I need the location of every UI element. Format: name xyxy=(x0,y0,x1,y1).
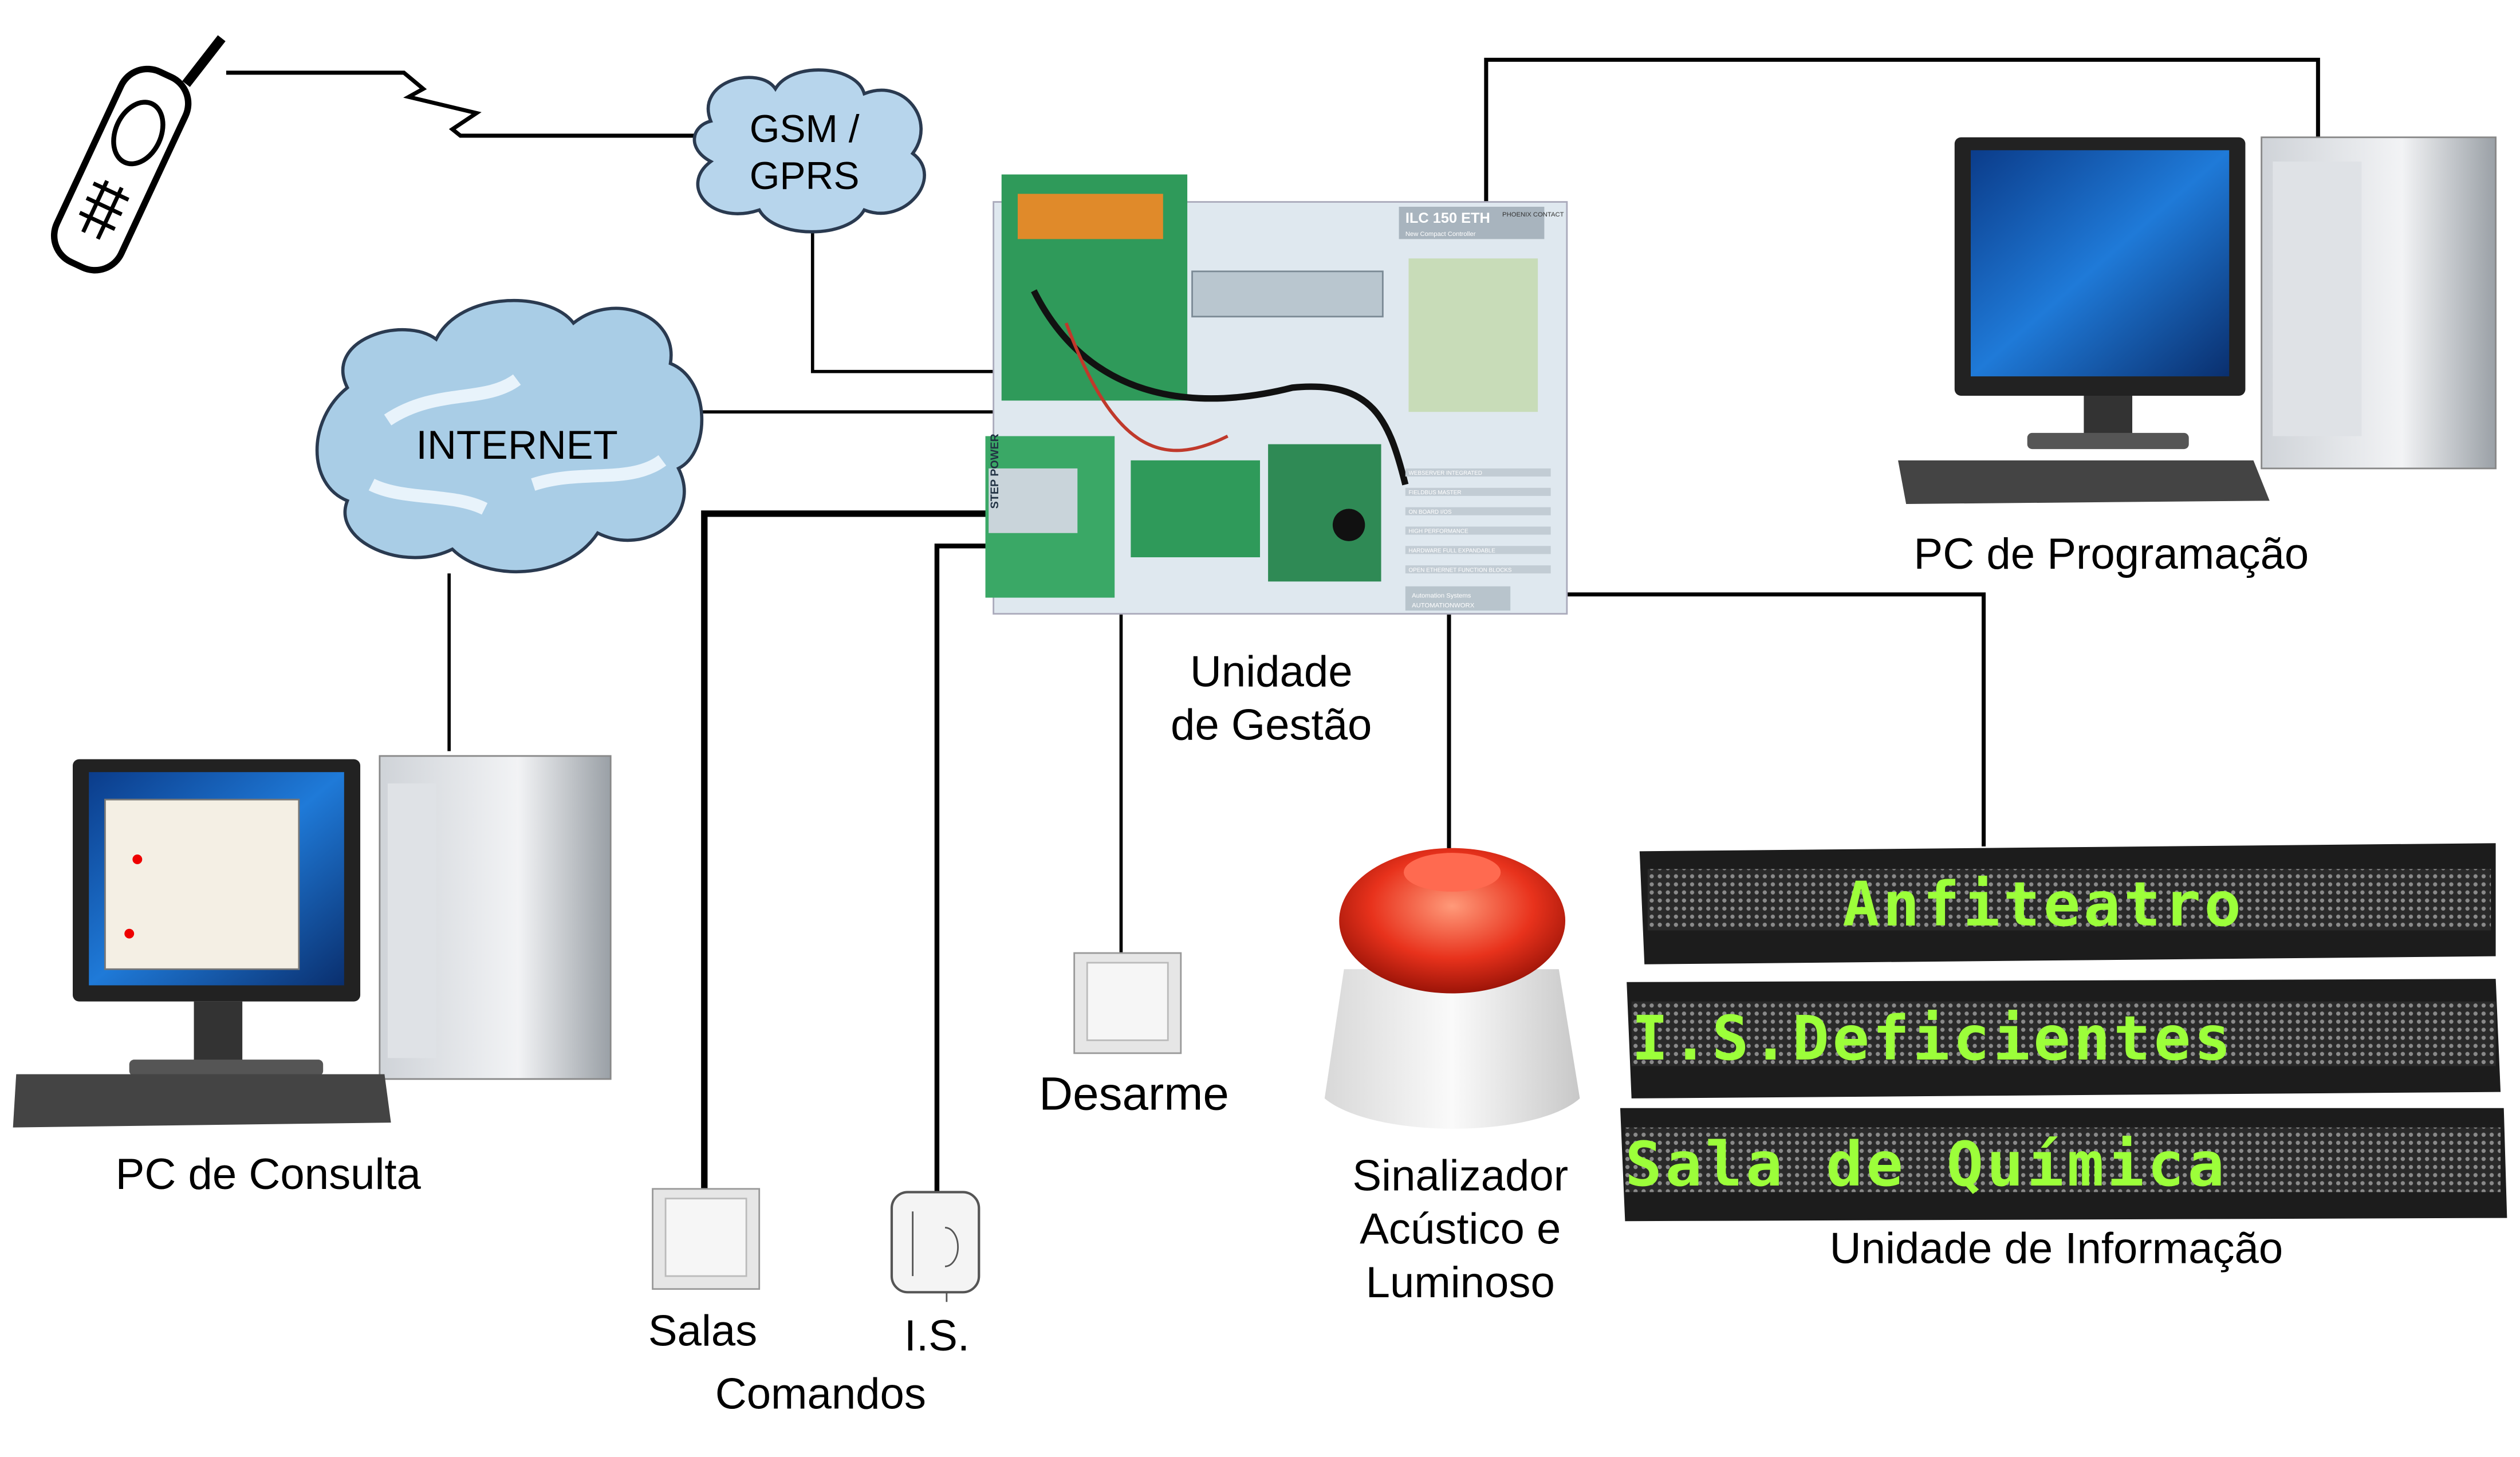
query-pc-icon xyxy=(13,755,612,1128)
feature-item: HIGH PERFORMANCE xyxy=(1408,529,1468,535)
led-display: I.S.Deficientes xyxy=(1627,979,2501,1098)
internet-cloud: INTERNET xyxy=(315,298,704,574)
led-text: Sala de Química xyxy=(1625,1129,2227,1200)
gprs-label: GPRS xyxy=(750,155,860,198)
led-display: Sala de Química xyxy=(1620,1108,2507,1222)
panel-model: ILC 150 ETH xyxy=(1405,210,1490,226)
feature-item: ON BOARD I/OS xyxy=(1408,509,1451,515)
panel-is-link xyxy=(934,544,994,1196)
internet-label: INTERNET xyxy=(416,422,617,467)
management-unit-label-2: de Gestão xyxy=(1171,701,1372,750)
led-display: Anfiteatro xyxy=(1639,843,2496,964)
programming-pc-label: PC de Programação xyxy=(1913,530,2309,578)
signaller-label-2: Acústico e xyxy=(1360,1205,1561,1254)
panel-programming-pc-link xyxy=(1484,57,2320,202)
feature-item: FIELDBUS MASTER xyxy=(1408,490,1461,496)
beacon-siren-icon xyxy=(1324,848,1580,1129)
connection-lines xyxy=(226,57,2320,1196)
led-text: Anfiteatro xyxy=(1842,869,2245,940)
query-pc-label: PC de Consulta xyxy=(116,1150,422,1199)
feature-item: WEBSERVER INTEGRATED xyxy=(1408,470,1482,477)
feature-list: WEBSERVER INTEGRATED FIELDBUS MASTER ON … xyxy=(1405,468,1551,573)
disarm-label: Desarme xyxy=(1039,1068,1229,1120)
mobile-phone-icon xyxy=(50,35,226,274)
panel-info-link xyxy=(1566,592,1986,846)
panel-footer-2: AUTOMATIONWORX xyxy=(1412,602,1475,609)
information-unit-label: Unidade de Informação xyxy=(1830,1224,2283,1273)
panel-footer-1: Automation Systems xyxy=(1412,593,1471,600)
brand-logo: PHOENIX CONTACT xyxy=(1502,211,1564,218)
phone-gsm-link xyxy=(226,70,711,138)
feature-item: HARDWARE FULL EXPANDABLE xyxy=(1408,548,1495,554)
gsm-label: GSM / xyxy=(750,108,860,151)
gsm-gprs-cloud: GSM / GPRS xyxy=(692,68,926,234)
signaller-label-3: Luminoso xyxy=(1366,1258,1555,1307)
is-label: I.S. xyxy=(904,1312,970,1360)
commands-label: Comandos xyxy=(715,1369,926,1418)
panel-salas-link xyxy=(701,510,994,1196)
gsm-panel-link xyxy=(810,226,994,373)
is-switch-icon xyxy=(890,1191,981,1302)
panel-subtitle: New Compact Controller xyxy=(1405,231,1476,238)
salas-switch-icon xyxy=(652,1188,761,1290)
led-text: I.S.Deficientes xyxy=(1632,1003,2234,1074)
power-supply-label: STEP POWER xyxy=(989,434,1001,509)
management-unit-panel: STEP POWER ILC 150 ETH New Compact Contr… xyxy=(985,174,1568,615)
disarm-switch-icon xyxy=(1073,952,1182,1054)
programming-pc-icon xyxy=(1898,136,2497,504)
management-unit-label-1: Unidade xyxy=(1190,648,1353,696)
signaller-label-1: Sinalizador xyxy=(1352,1152,1568,1200)
salas-label: Salas xyxy=(648,1306,757,1355)
feature-item: OPEN ETHERNET FUNCTION BLOCKS xyxy=(1408,567,1511,573)
